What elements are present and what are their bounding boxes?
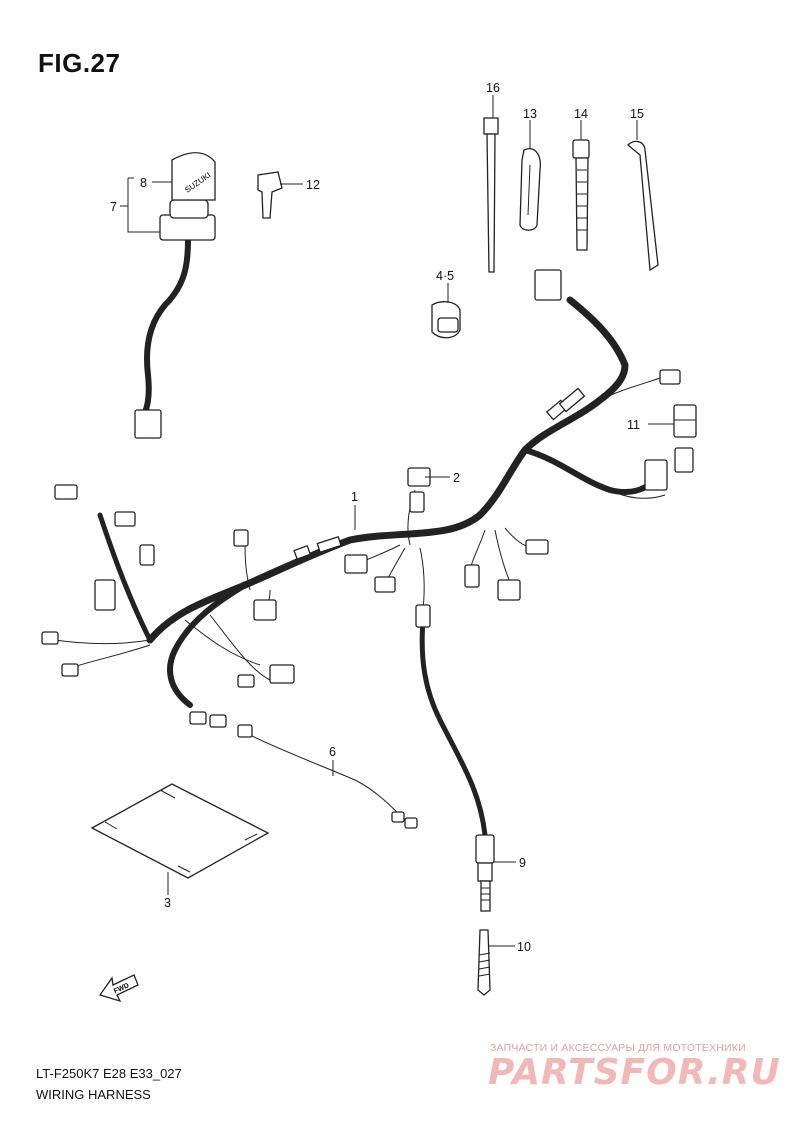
plug-10: [477, 929, 491, 996]
lead-wire-6: [237, 724, 418, 829]
callout-16: 16: [486, 81, 500, 95]
clamp-15: [627, 140, 659, 272]
callout-7: 7: [110, 200, 117, 214]
callout-6: 6: [329, 745, 336, 759]
ignition-key: [257, 171, 283, 219]
forward-direction-arrow: FWD: [98, 974, 139, 1003]
figure-label: FIG.27: [38, 48, 121, 78]
callout-4-5: 4·5: [436, 269, 454, 283]
connector-11: [673, 404, 697, 438]
callout-10: 10: [517, 940, 531, 954]
model-code: LT-F250K7 E28 E33_027: [36, 1066, 182, 1081]
clamp-13: [519, 148, 541, 231]
cable-tie-16: [483, 117, 499, 273]
callout-3: 3: [164, 896, 171, 910]
callout-8: 8: [140, 176, 147, 190]
callout-2: 2: [453, 471, 460, 485]
sensor-9: [475, 834, 495, 912]
callout-9: 9: [519, 856, 526, 870]
main-wiring-harness: [41, 269, 694, 838]
callout-1: 1: [351, 490, 358, 504]
clamp-4-5: [431, 301, 461, 339]
callout-13: 13: [523, 107, 537, 121]
callout-labels: 16 13 14 15 4·5 12 8 7 2 11 1 6 3 9 10: [110, 81, 644, 954]
callout-11: 11: [627, 418, 640, 432]
callout-12: 12: [306, 178, 320, 192]
ignition-switch-assembly: SUZUKI: [134, 152, 216, 439]
callout-15: 15: [630, 107, 644, 121]
watermark-brand: PARTSFOR.RU: [488, 1052, 781, 1093]
section-title: WIRING HARNESS: [36, 1087, 151, 1102]
watermark-tagline: ЗАПЧАСТИ И АКСЕССУАРЫ ДЛЯ МОТОТЕХНИКИ: [490, 1042, 746, 1054]
callout-14: 14: [574, 107, 588, 121]
leader-lines: [120, 95, 674, 947]
pad-sheet-3: [90, 783, 270, 879]
clamp-14: [572, 139, 590, 251]
